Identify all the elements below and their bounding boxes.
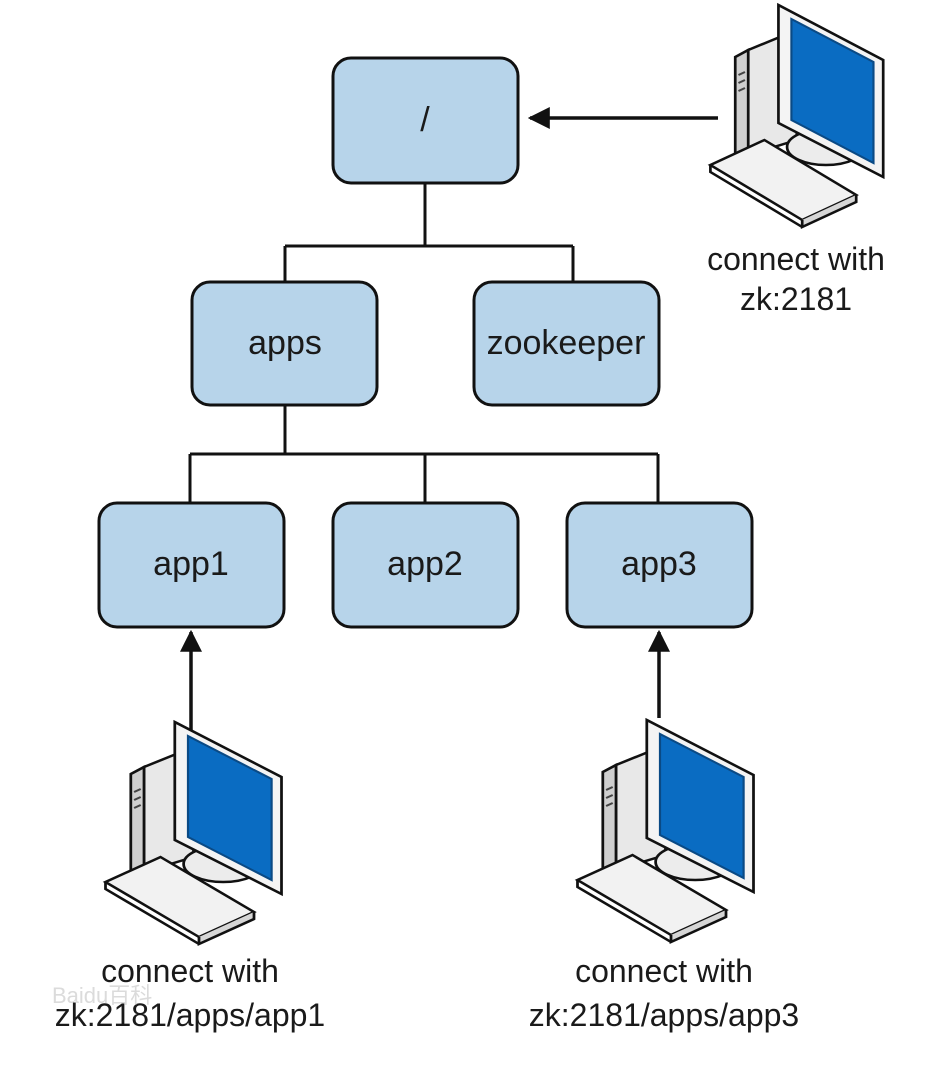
client-app3-caption-line1: connect with [575,953,753,989]
client-app3[interactable]: connect with zk:2181/apps/app3 [529,718,799,1033]
client-root[interactable]: connect with zk:2181 [707,3,885,317]
client-root-caption-line2: zk:2181 [740,281,852,317]
watermark: Baidu百科 [52,983,152,1008]
node-root[interactable]: / [331,56,520,185]
node-app3[interactable]: app3 [565,501,754,629]
tree-edges [188,183,660,503]
desktop-computer-icon [104,720,283,946]
client-root-caption-line1: connect with [707,241,885,277]
client-app1-caption-line2: zk:2181/apps/app1 [55,997,325,1033]
node-zookeeper-label: zookeeper [487,324,646,362]
node-root-label: / [420,101,430,139]
node-apps-label: apps [248,324,322,362]
edge-apps-children [188,405,660,503]
client-arrows [180,107,718,735]
desktop-computer-icon [576,718,755,944]
node-apps[interactable]: apps [190,280,379,407]
node-app1-label: app1 [153,545,229,583]
client-app3-caption-line2: zk:2181/apps/app3 [529,997,799,1033]
tree-nodes: / apps zookeeper app1 app2 app3 [97,56,754,629]
client-app1-caption-line1: connect with [101,953,279,989]
node-zookeeper[interactable]: zookeeper [472,280,661,407]
desktop-computer-icon [709,3,885,229]
node-app3-label: app3 [621,545,697,583]
node-app2-label: app2 [387,545,463,583]
client-app1[interactable]: connect with zk:2181/apps/app1 [55,720,325,1033]
node-app1[interactable]: app1 [97,501,286,629]
node-app2[interactable]: app2 [331,501,520,629]
edge-root-children [283,183,575,282]
